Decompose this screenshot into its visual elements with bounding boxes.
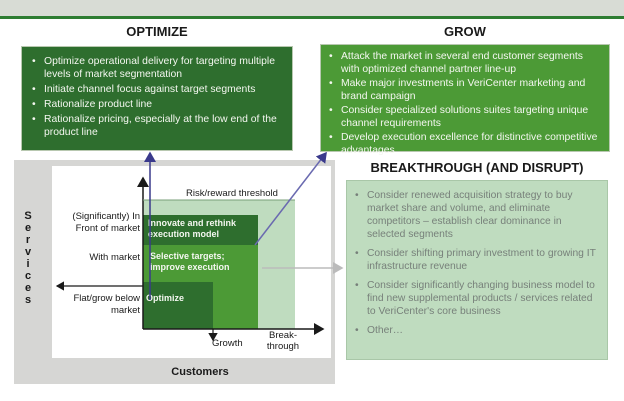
y-label-below-market: Flat/grow below market bbox=[73, 293, 140, 316]
grow-bullet-list: Attack the market in several end custome… bbox=[329, 50, 603, 157]
risk-reward-label: Risk/reward threshold bbox=[186, 188, 278, 199]
y-label-front-of-market: (Significantly) In Front of market bbox=[72, 211, 140, 234]
y-axis-letter: S bbox=[24, 210, 32, 222]
quadrant-optimize bbox=[143, 282, 213, 329]
breakthrough-bullet-list: Consider renewed acquisition strategy to… bbox=[355, 189, 601, 337]
grow-box: Attack the market in several end custome… bbox=[320, 44, 610, 156]
top-banner bbox=[0, 0, 624, 16]
y-label-with-market: With market bbox=[89, 252, 140, 263]
optimize-bullet: Optimize operational delivery for target… bbox=[32, 55, 286, 81]
arrow-to-grow bbox=[254, 151, 327, 246]
y-axis-letter: i bbox=[26, 258, 30, 270]
y-axis-letter: c bbox=[24, 270, 32, 282]
breakthrough-heading: BREAKTHROUGH (AND DISRUPT) bbox=[370, 160, 584, 175]
optimize-heading: OPTIMIZE bbox=[126, 24, 188, 39]
breakthrough-bullet: Consider shifting primary investment to … bbox=[355, 247, 601, 273]
y-axis-letter: e bbox=[24, 282, 32, 294]
quadrant-optimize-label: Optimize bbox=[146, 293, 185, 303]
x-label-growth: Growth bbox=[212, 338, 243, 349]
optimize-bullet: Initiate channel focus against target se… bbox=[32, 83, 286, 96]
grow-bullet: Make major investments in VeriCenter mar… bbox=[329, 77, 603, 103]
grow-bullet: Consider specialized solutions suites ta… bbox=[329, 104, 603, 130]
quadrant-innovate-label: Innovate and rethink execution model bbox=[148, 218, 237, 239]
breakthrough-bullet: Other… bbox=[355, 324, 601, 337]
optimize-bullet-list: Optimize operational delivery for target… bbox=[32, 55, 286, 139]
y-axis-letter: s bbox=[24, 294, 32, 306]
breakthrough-bullet: Consider significantly changing business… bbox=[355, 279, 601, 318]
y-axis-letter: v bbox=[24, 246, 32, 258]
grow-bullet: Develop execution excellence for distinc… bbox=[329, 131, 603, 157]
optimize-bullet: Rationalize product line bbox=[32, 98, 286, 111]
quadrant-selective-label: Selective targets; improve execution bbox=[150, 251, 230, 272]
optimize-box: Optimize operational delivery for target… bbox=[21, 46, 293, 151]
y-axis-title: S e r v i c e s bbox=[22, 210, 34, 306]
grow-heading: GROW bbox=[444, 24, 486, 39]
top-banner-rule bbox=[0, 16, 624, 19]
breakthrough-box: Consider renewed acquisition strategy to… bbox=[346, 180, 608, 360]
y-axis-letter: e bbox=[24, 222, 32, 234]
y-axis-letter: r bbox=[25, 234, 31, 246]
x-label-breakthrough: Break-through bbox=[266, 330, 300, 352]
breakthrough-bullet: Consider renewed acquisition strategy to… bbox=[355, 189, 601, 241]
grow-bullet: Attack the market in several end custome… bbox=[329, 50, 603, 76]
optimize-bullet: Rationalize pricing, especially at the l… bbox=[32, 113, 286, 139]
x-axis-title: Customers bbox=[171, 366, 229, 378]
